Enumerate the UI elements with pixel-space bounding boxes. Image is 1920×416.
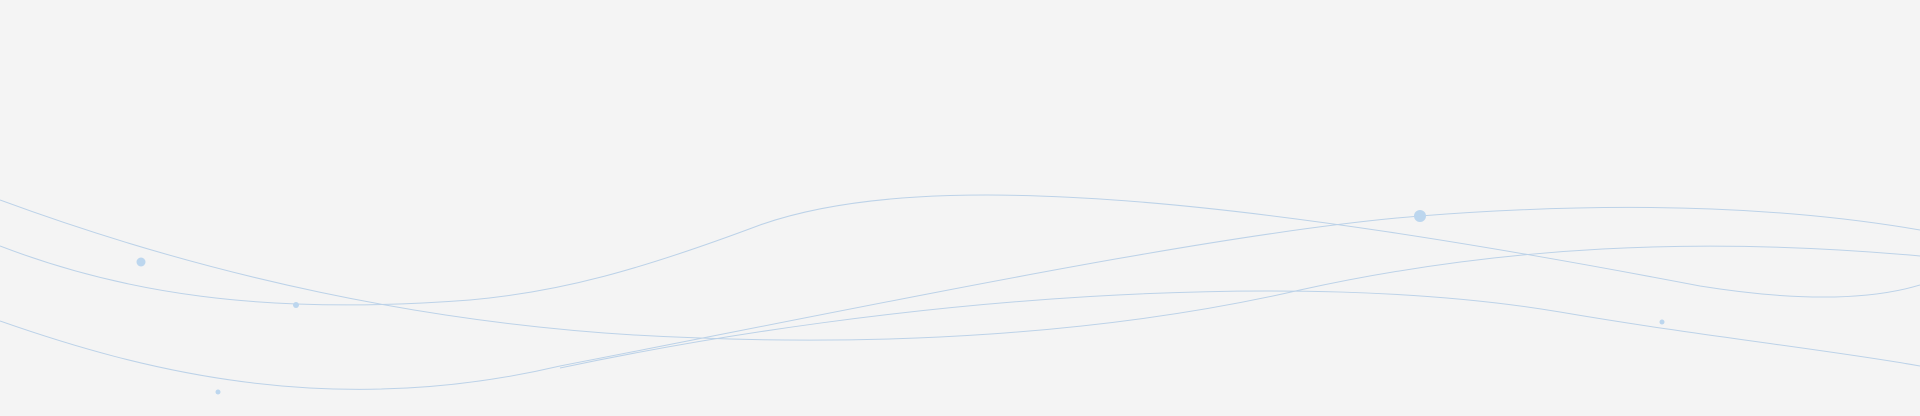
wave-dot-2: [293, 302, 299, 308]
wave-dot-4: [1414, 210, 1426, 222]
wave-dot-3: [215, 389, 221, 395]
wave-dot-5: [1659, 319, 1665, 325]
wave-line-3: [0, 199, 1920, 341]
wave-line-1: [0, 194, 1920, 306]
wave-dot-1: [136, 257, 146, 267]
wave-line-4: [559, 290, 1920, 369]
wave-line-2: [0, 206, 1920, 390]
